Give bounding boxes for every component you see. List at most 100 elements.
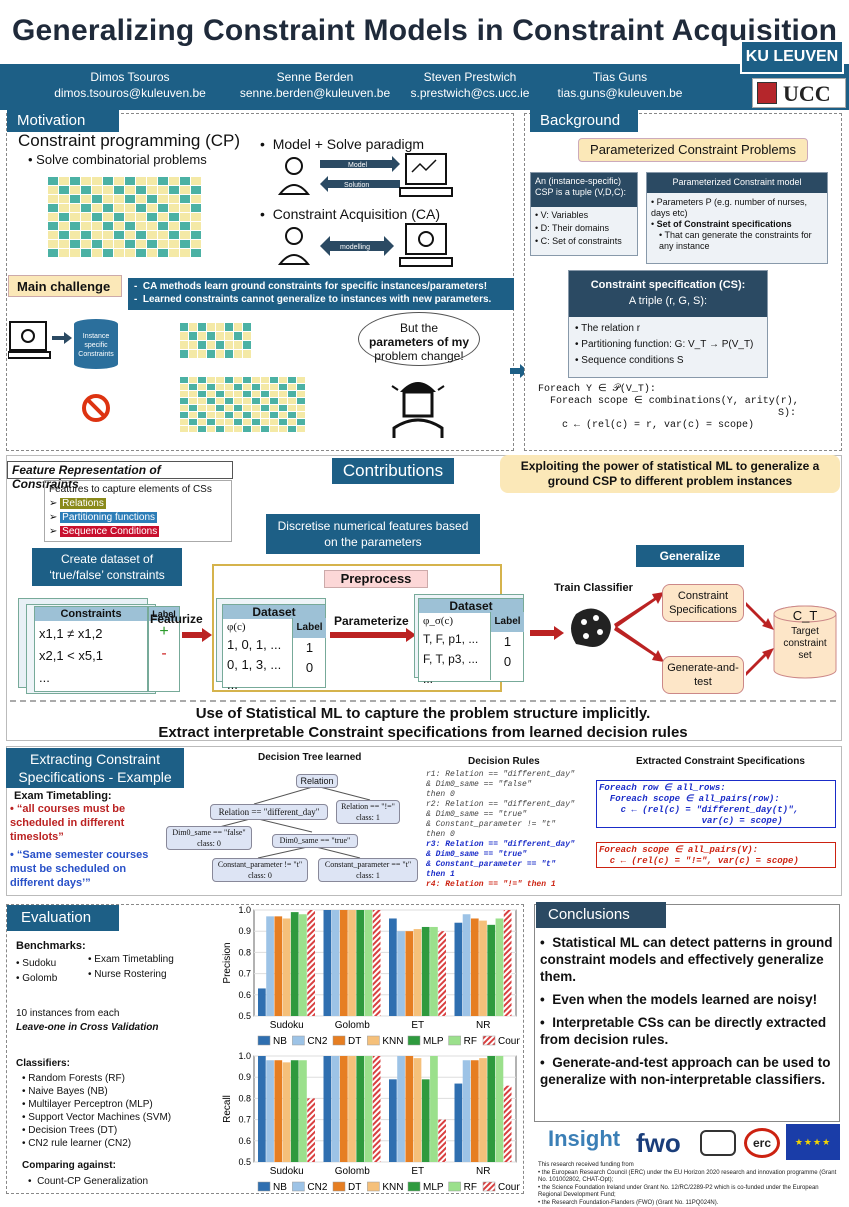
bar <box>323 910 332 1016</box>
tree-node-root: Relation <box>296 774 338 788</box>
ca-label: • Constraint Acquisition (CA) <box>260 206 440 222</box>
generate-and-test-box: Generate-and-test <box>662 656 744 694</box>
bar <box>372 910 381 1016</box>
bench-list-2: • Exam Timetabling• Nurse Rostering <box>88 954 174 980</box>
svg-text:modelling: modelling <box>340 244 370 251</box>
legend-swatch <box>482 1035 496 1046</box>
x-tick-label: ET <box>411 1166 424 1177</box>
bar <box>356 1056 365 1162</box>
x-tick-label: Sudoku <box>270 1020 304 1031</box>
y-tick-label: 0.5 <box>238 1157 251 1167</box>
arrow-right-icon <box>530 626 564 640</box>
bar <box>454 1083 463 1162</box>
legend-swatch <box>482 1181 496 1192</box>
bar <box>479 920 487 1016</box>
double-arrow-icon <box>320 236 394 256</box>
legend-label: RF <box>464 1036 477 1047</box>
frustrated-person-icon <box>391 382 445 438</box>
parameterize-label: Parameterize <box>334 614 409 628</box>
legend-label: RF <box>464 1182 477 1193</box>
bar <box>323 1056 332 1162</box>
y-tick-label: 0.8 <box>238 1093 251 1103</box>
pseudocode: Foreach Y ∈ 𝒫(V_T): Foreach scope ∈ comb… <box>538 384 799 431</box>
feature-box: Features to capture elements of CSs ➢ Re… <box>44 480 232 542</box>
legend-swatch <box>367 1181 380 1192</box>
statement: Use of Statistical ML to capture the pro… <box>158 705 688 741</box>
bar <box>290 912 299 1016</box>
x-tick-label: Sudoku <box>270 1166 304 1177</box>
tree-node-diffday: Relation == "different_day" <box>210 804 328 820</box>
legend-swatch <box>257 1035 271 1046</box>
svg-text:Model: Model <box>348 162 368 169</box>
discretise-box: Discretise numerical features based on t… <box>266 514 480 554</box>
spec-1: Foreach row ∈ all_rows: Foreach scope ∈ … <box>596 780 836 828</box>
bar <box>282 1062 291 1162</box>
preprocess-label: Preprocess <box>324 570 428 588</box>
large-grid-image <box>180 370 340 446</box>
bar <box>339 910 348 1016</box>
bar <box>470 1060 479 1162</box>
arrow-right-icon <box>182 628 212 642</box>
arrow-right-icon <box>330 628 416 642</box>
target-sub: Target constraint set <box>783 626 827 661</box>
bar <box>282 918 291 1016</box>
paradigm-label: • Model + Solve paradigm <box>260 136 425 152</box>
bar <box>364 910 373 1016</box>
svg-text:Solution: Solution <box>344 182 369 189</box>
spec-title: Extracted Constraint Specifications <box>636 756 805 767</box>
bar <box>299 1060 307 1162</box>
eu-flag-icon: ★★★★ <box>786 1124 840 1160</box>
computer-gear-icon <box>405 223 447 255</box>
bar <box>438 1119 446 1162</box>
bar <box>258 988 266 1016</box>
bar <box>405 1056 414 1162</box>
classifier-list: • Random Forests (RF)• Naive Bayes (NB)•… <box>22 1073 172 1149</box>
bar <box>503 1085 512 1162</box>
bar <box>430 1056 438 1162</box>
background-heading: Background <box>530 109 638 132</box>
y-axis-label: Precision <box>222 942 233 983</box>
tree-node-const-neq: Constant_parameter != "t"class: 0 <box>212 858 308 882</box>
conclusion-item: • Interpretable CSs can be directly extr… <box>540 1015 827 1047</box>
instance-db-label: Instance specific Constraints <box>78 333 114 358</box>
classifiers-label: Classifiers: <box>16 1058 70 1069</box>
challenge-diagram <box>8 319 118 422</box>
ucc-crest-icon <box>757 82 777 104</box>
x-tick-label: Golomb <box>335 1020 370 1031</box>
y-tick-label: 0.5 <box>238 1011 251 1021</box>
legend-label: DT <box>348 1182 361 1193</box>
legend-label: CN2 <box>307 1182 327 1193</box>
generalize-label: Generalize <box>636 545 744 567</box>
bar <box>495 918 504 1016</box>
people-network-icon <box>700 1130 736 1156</box>
funding-text: This research received funding from • th… <box>538 1162 837 1206</box>
person-icon <box>285 227 303 245</box>
bar <box>372 1056 381 1162</box>
pdataset-table: Dataset φ_σ(c) T, F, p1, ...F, T, p3, ..… <box>418 598 524 686</box>
bar <box>274 1060 283 1162</box>
extracting-heading: Extracting Constraint Specifications - E… <box>6 748 184 788</box>
bar <box>479 1058 487 1162</box>
y-tick-label: 0.6 <box>238 1136 251 1146</box>
bar <box>266 916 274 1016</box>
arrow-right-icon <box>510 364 528 378</box>
legend-swatch <box>448 1181 461 1192</box>
legend-label: NB <box>273 1036 287 1047</box>
conclusion-item: • Statistical ML can detect patterns in … <box>540 935 833 984</box>
bar <box>438 931 446 1016</box>
bar <box>470 918 479 1016</box>
divider <box>10 700 836 702</box>
comparing-label: Comparing against: <box>22 1160 116 1171</box>
bar <box>487 924 496 1016</box>
bar <box>389 918 397 1016</box>
legend-label: KNN <box>382 1182 403 1193</box>
bar <box>389 1079 397 1162</box>
bar <box>299 914 307 1016</box>
dt-title: Decision Tree learned <box>258 752 362 763</box>
